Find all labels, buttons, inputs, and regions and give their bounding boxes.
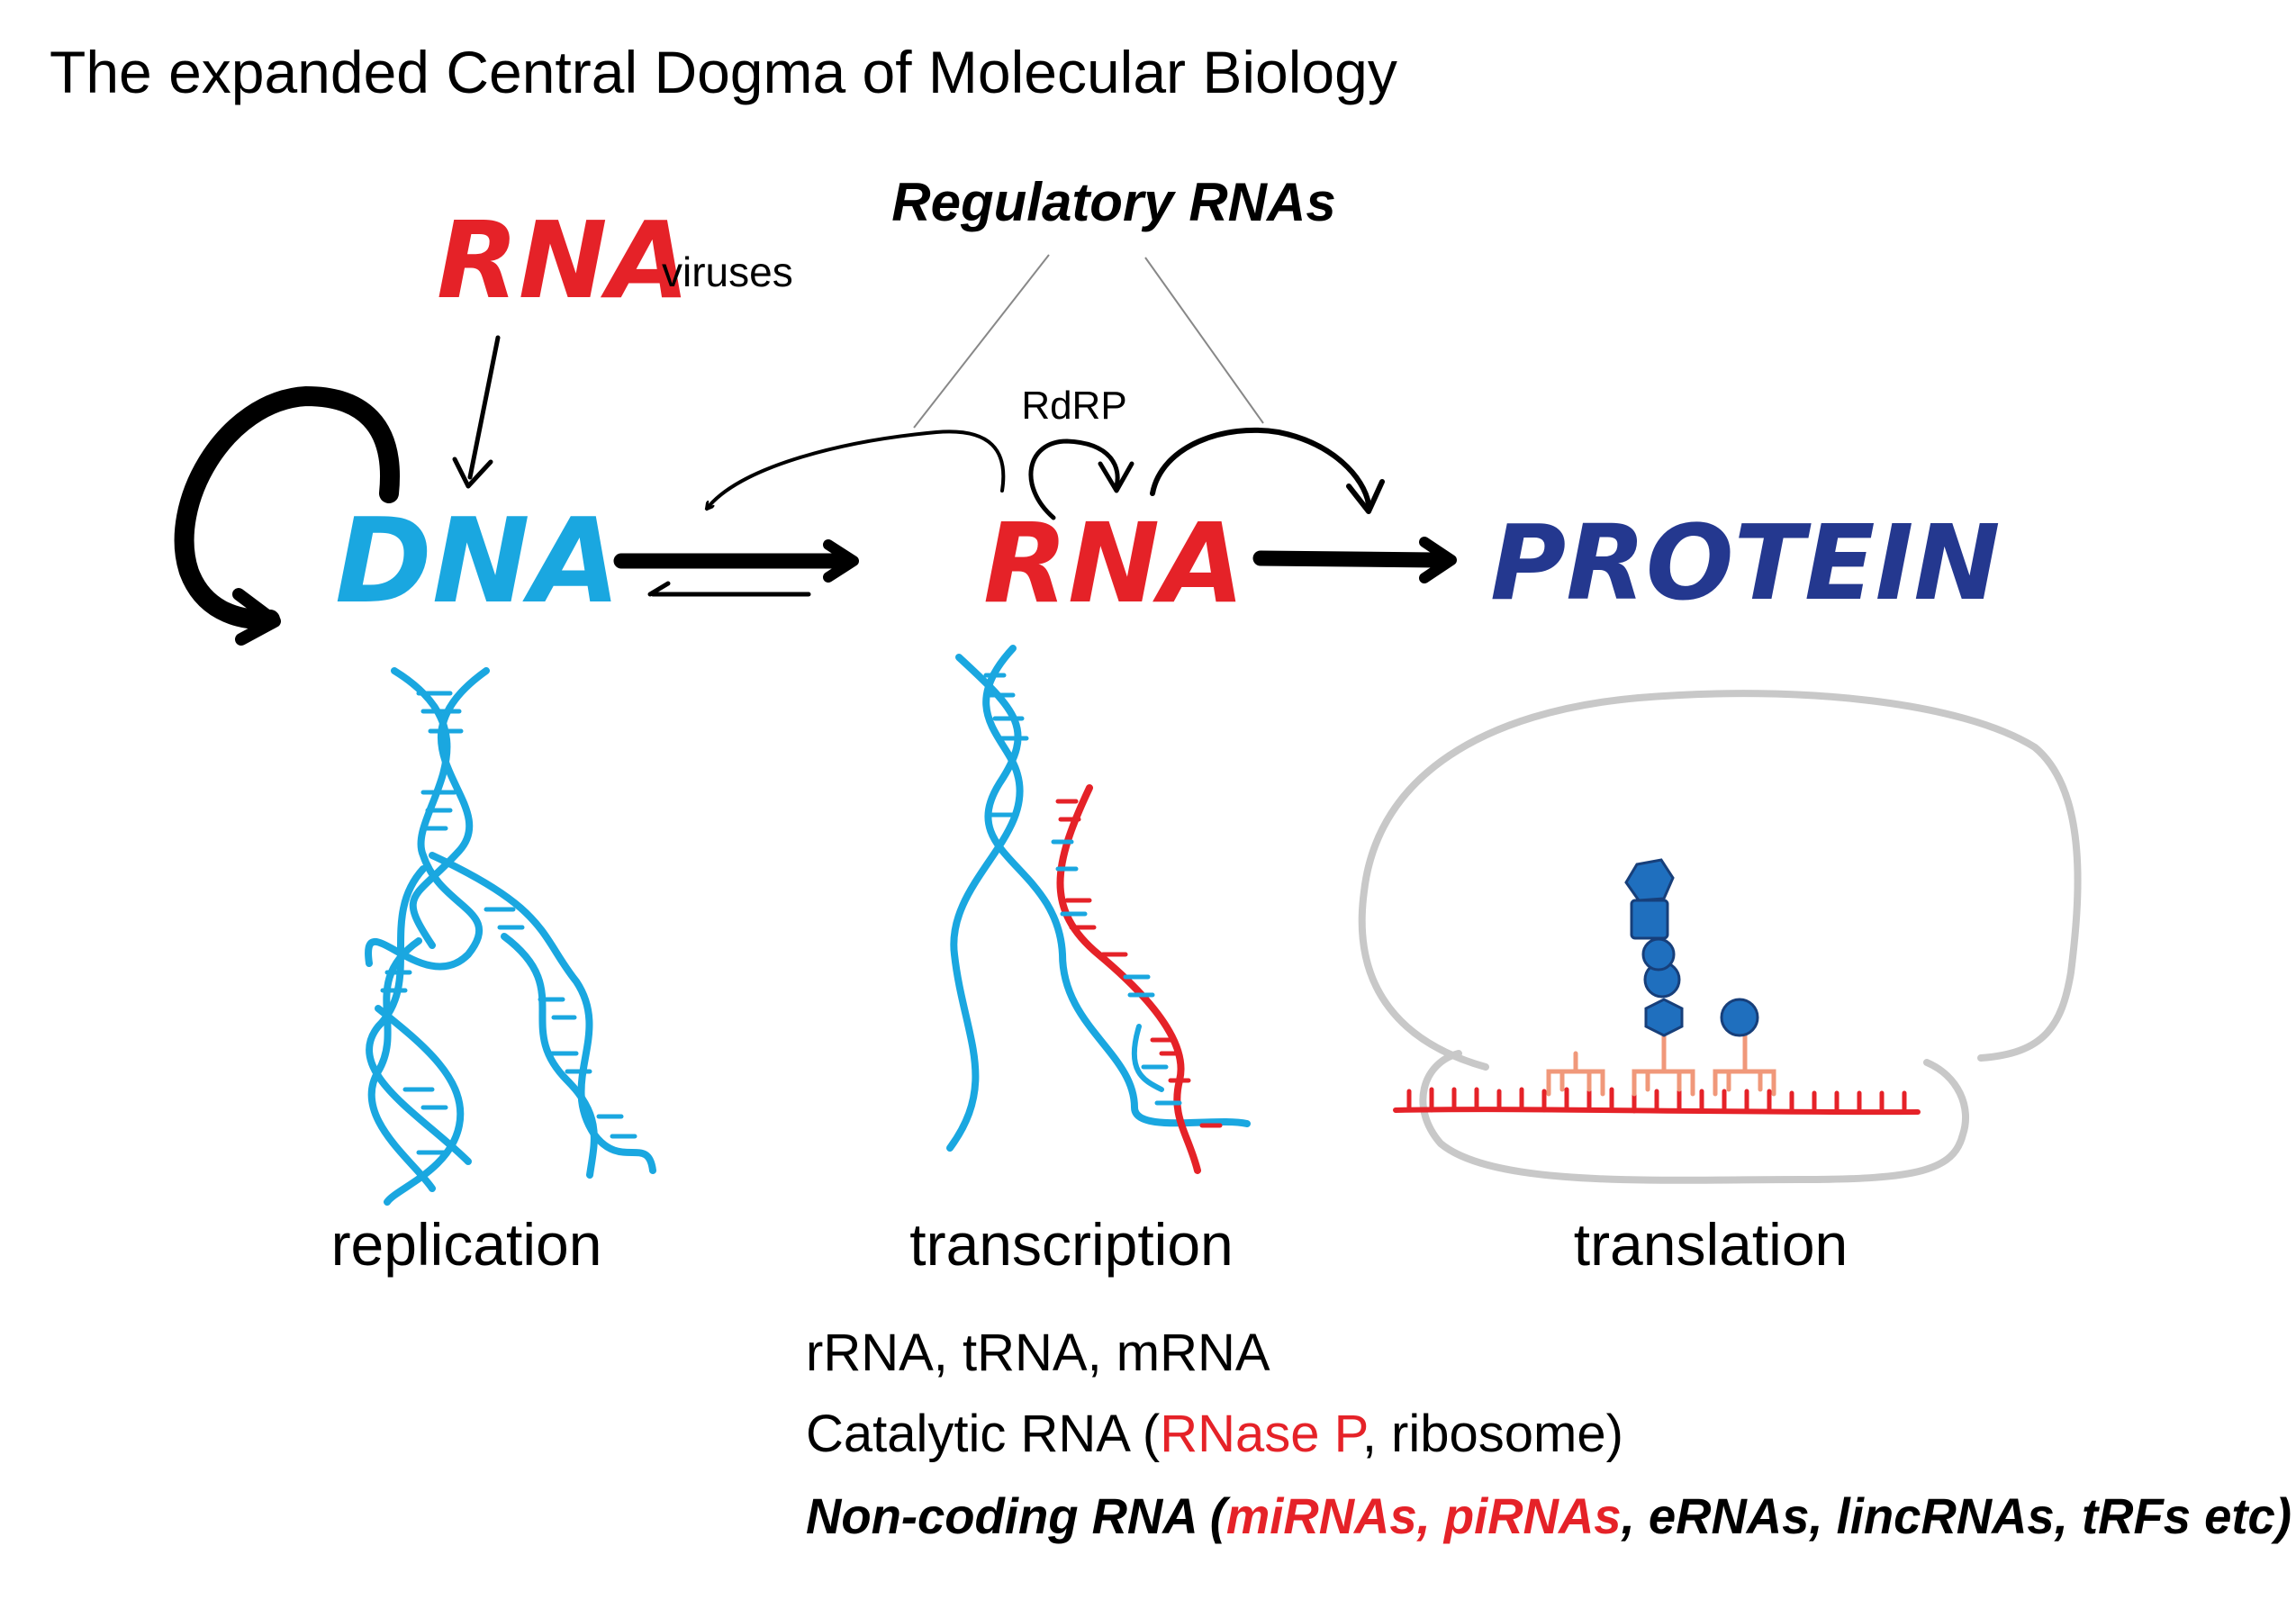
translation-arrow	[1252, 550, 1444, 568]
rnase-p-highlight: RNase P	[1160, 1405, 1366, 1463]
ribosome-small-subunit	[1419, 1050, 1970, 1184]
rna-viruses-word: RNA	[437, 198, 690, 322]
translation-ribosome-icon	[1358, 690, 2082, 1184]
regulatory-line-left	[913, 254, 1050, 429]
rdrp-label: RdRP	[1021, 384, 1126, 428]
replication-loop-arrow-head	[232, 588, 281, 646]
rna-to-dna-curve-arrow	[707, 429, 1006, 509]
rna-virus-arrow	[467, 335, 501, 480]
rna-types-line-3: Non-coding RNA (miRNAs, piRNAs, eRNAs, l…	[806, 1487, 2291, 1544]
rna-types-line-1: rRNA, tRNA, mRNA	[806, 1324, 1270, 1382]
replication-loop-arrow	[174, 385, 400, 630]
translation-arrow-head	[1419, 537, 1457, 583]
replication-label: replication	[331, 1211, 602, 1278]
catalytic-rna-prefix: Catalytic RNA (	[806, 1405, 1160, 1463]
reverse-transcription-arrow-head	[647, 581, 671, 597]
page-title: The expanded Central Dogma of Molecular …	[50, 39, 1397, 105]
rna-virus-arrow-head	[452, 456, 493, 489]
regulatory-line-right	[1144, 257, 1264, 424]
rna-to-protein-curve-arrow-head	[1346, 479, 1385, 514]
rna-viruses-suffix: viruses	[662, 249, 793, 295]
rdrp-self-loop-arrow-head	[1098, 461, 1134, 493]
transcription-arrow-head	[823, 539, 859, 583]
translation-label: translation	[1574, 1211, 1849, 1278]
transcription-label: transcription	[909, 1211, 1234, 1278]
rna-types-line-2: Catalytic RNA (RNase P, ribosome)	[806, 1405, 1623, 1463]
rna-node: RNA	[983, 500, 1244, 628]
transcription-helix-icon	[946, 645, 1251, 1174]
catalytic-rna-suffix: , ribosome)	[1362, 1405, 1623, 1463]
regulatory-rnas-label: Regulatory RNAs	[891, 172, 1335, 232]
rdrp-self-loop-arrow	[1028, 438, 1120, 520]
non-coding-rna-suffix: , eRNAs, lincRNAs, tRFs etc)	[1621, 1487, 2291, 1544]
dna-node: DNA	[335, 493, 620, 629]
non-coding-rna-prefix: Non-coding RNA (	[806, 1487, 1231, 1544]
rna-to-protein-curve-arrow	[1150, 427, 1371, 507]
ribosome-large-subunit	[1358, 690, 2082, 1071]
protein-node: PROTEIN	[1490, 503, 2001, 624]
mirna-pirna-highlight: miRNAs, piRNAs	[1226, 1487, 1622, 1544]
replication-helix-icon	[365, 667, 656, 1206]
